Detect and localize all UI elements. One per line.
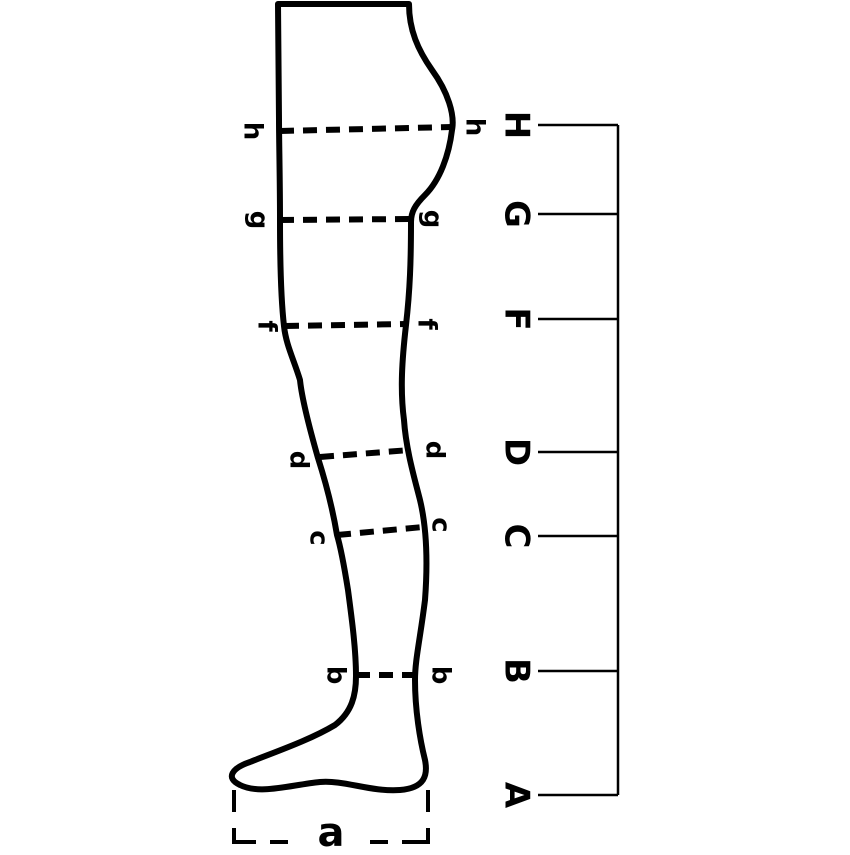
label-a: a (318, 810, 345, 850)
leg-outline (228, 1, 456, 794)
circumference-lines (279, 124, 453, 678)
line-h (279, 124, 453, 134)
length-scale (538, 123, 620, 797)
label-b-right: b (426, 666, 456, 685)
label-H: H (497, 111, 537, 139)
length-labels: H G F D C B A (497, 111, 537, 809)
label-G: G (497, 200, 537, 228)
label-D: D (497, 438, 537, 466)
line-d (319, 447, 411, 460)
label-f-right: f (412, 318, 442, 330)
label-F: F (497, 307, 537, 330)
label-B: B (497, 658, 537, 684)
foot-length-bracket: a (232, 790, 430, 855)
label-d-right: d (420, 441, 450, 460)
label-c-left: c (304, 530, 334, 545)
label-b-left: b (321, 666, 351, 685)
bracket-right-corner (402, 828, 430, 844)
label-g-right: g (418, 210, 448, 229)
label-c-right: c (426, 517, 456, 532)
line-g (279, 216, 412, 223)
label-d-left: d (284, 451, 314, 470)
label-A: A (497, 782, 537, 809)
line-c (336, 524, 424, 538)
circumference-labels: h h g g f f d d c c b b (238, 118, 490, 685)
line-f (284, 321, 407, 329)
label-h-left: h (238, 122, 268, 141)
bracket-left-corner (232, 828, 256, 844)
label-C: C (497, 524, 537, 549)
label-h-right: h (460, 118, 490, 137)
label-g-left: g (244, 211, 274, 230)
label-f-left: f (252, 320, 282, 332)
